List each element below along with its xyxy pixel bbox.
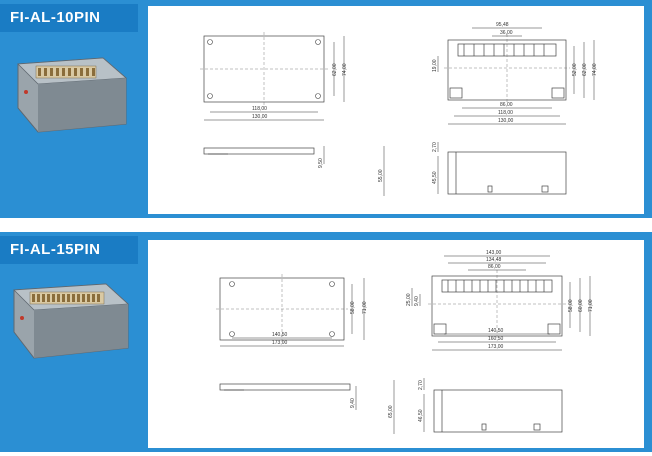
front-view-10pin: 95,48 36,00 86,00 118,00 130,00 19,00 52… [432,22,598,125]
dim-section-h2: 45,50 [432,171,438,184]
section-view-10pin: 2,70 45,50 [432,142,567,195]
top-view-10pin: 118,00 130,00 62,00 74,00 [200,32,348,121]
dim-side-h1-15: 65,00 [388,405,394,418]
product-image-10pin [8,44,132,134]
dim-front-h2: 74,00 [592,63,598,76]
dim-front-t5: 130,00 [498,118,514,124]
section-view-15pin: 2,70 46,50 [418,378,563,433]
dim-front-h2-15: 71,00 [588,299,594,312]
dim-front-h3-15: 60,00 [578,299,584,312]
section-title-1: FI-AL-10PIN [0,4,138,32]
dim-front-side-15: 25,00 [406,293,412,306]
top-view-15pin: 140,50 173,00 58,00 71,00 [216,274,368,347]
dim-top-h1: 62,00 [332,63,338,76]
dim-top-w2-15: 173,00 [272,340,288,346]
dim-top-w1: 118,00 [252,106,267,112]
dim-front-t3: 86,00 [500,102,513,108]
dim-top-w1-15: 140,50 [272,332,288,338]
dim-front-side2-15: 9,40 [414,296,420,306]
dim-section-h2-15: 46,50 [418,409,424,422]
dim-front-h1-15: 58,00 [568,299,574,312]
dim-side-h2: 9,50 [318,158,324,168]
front-view-15pin: 143,00 134,48 86,00 140,50 160,50 173,00… [406,250,594,351]
dim-front-h1: 62,00 [582,63,588,76]
dim-front-t1: 95,48 [496,22,509,28]
product-image-15pin [8,272,132,362]
dim-section-h1: 2,70 [432,142,438,152]
dim-section-h1-15: 2,70 [418,380,424,390]
dim-front-t2: 36,00 [500,30,513,36]
dim-front-t4-15: 140,50 [488,328,504,334]
dim-side-h2-15: 9,40 [350,398,356,408]
dim-front-t4: 118,00 [498,110,513,116]
side-view-15pin: 9,40 65,00 [219,380,395,434]
side-view-10pin: 9,50 55,00 [203,146,385,196]
dim-front-t1-15: 143,00 [486,250,502,256]
dim-top-w2: 130,00 [252,114,268,120]
dim-front-t2-15: 134,48 [486,257,502,263]
dim-top-h2-15: 71,00 [362,301,368,314]
dim-front-t3-15: 86,00 [488,264,501,270]
drawing-panel-15pin: 140,50 173,00 58,00 71,00 143,00 134,48 … [148,240,644,448]
dim-front-t5-15: 160,50 [488,336,504,342]
section-title-2: FI-AL-15PIN [0,236,138,264]
dim-side-h1: 55,00 [378,169,384,182]
drawing-panel-10pin: 118,00 130,00 62,00 74,00 95,48 36,00 86… [148,6,644,214]
dim-front-t6-15: 173,00 [488,344,504,350]
dim-front-side: 19,00 [432,59,438,72]
dim-top-h1-15: 58,00 [350,301,356,314]
dim-top-h2: 74,00 [342,63,348,76]
dim-front-h3: 52,00 [572,63,578,76]
